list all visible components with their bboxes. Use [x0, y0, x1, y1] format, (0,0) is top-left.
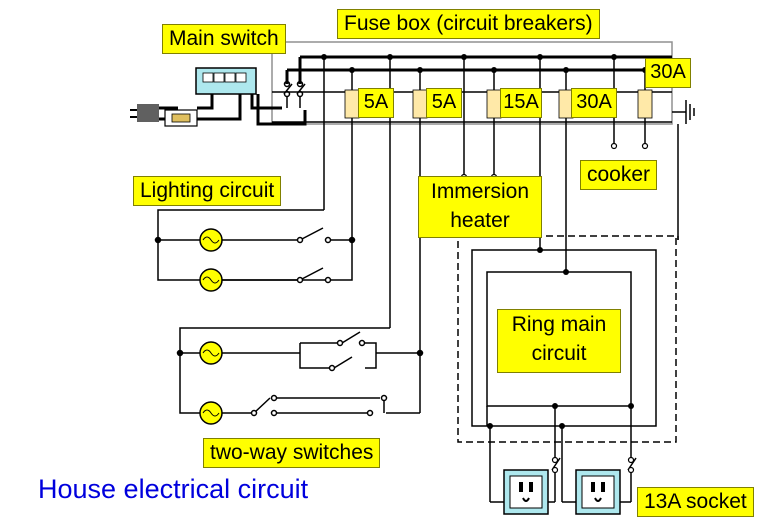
lighting-circuit-wiring — [154, 209, 356, 284]
socket-switch-terminals — [551, 456, 635, 474]
fuse-holders — [344, 89, 653, 119]
ring-main-label: Ring main circuit — [497, 309, 621, 373]
ring-main-line2: circuit — [531, 342, 587, 365]
lamp-2 — [199, 268, 223, 292]
two-way-switches-label: two-way switches — [203, 438, 381, 468]
lamp-3 — [199, 341, 223, 365]
ring-main-dots — [487, 247, 634, 429]
socket-1 — [503, 469, 549, 515]
fuse-label-5: 30A — [645, 58, 691, 88]
ring-main-dashed-box — [457, 235, 677, 443]
fuse-label-1: 5A — [358, 88, 394, 118]
immersion-heater-line1: Immersion — [430, 180, 530, 203]
main-switch — [283, 57, 306, 108]
two-way-circuit-wiring — [176, 327, 424, 417]
electricity-meter — [195, 67, 257, 95]
cooker-label: cooker — [580, 160, 658, 190]
fuse-label-4: 30A — [571, 88, 617, 118]
diagram-title: House electrical circuit — [38, 474, 309, 504]
earth-icon — [672, 100, 695, 240]
lighting-circuit-label: Lighting circuit — [133, 176, 282, 206]
incoming-supply — [130, 104, 198, 127]
ring-main-line1: Ring main — [511, 313, 607, 336]
lamp-4 — [199, 401, 223, 425]
main-switch-label: Main switch — [162, 24, 286, 54]
immersion-heater-label: Immersion heater — [418, 176, 542, 238]
fuse-box-label: Fuse box (circuit breakers) — [337, 9, 600, 39]
socket-label: 13A socket — [637, 487, 754, 517]
lamp-1 — [199, 228, 223, 252]
fuse-label-3: 15A — [500, 88, 542, 118]
supply-wires — [197, 94, 307, 126]
socket-2 — [575, 469, 621, 515]
fuse-label-2: 5A — [426, 88, 462, 118]
immersion-heater-line2: heater — [450, 209, 510, 232]
